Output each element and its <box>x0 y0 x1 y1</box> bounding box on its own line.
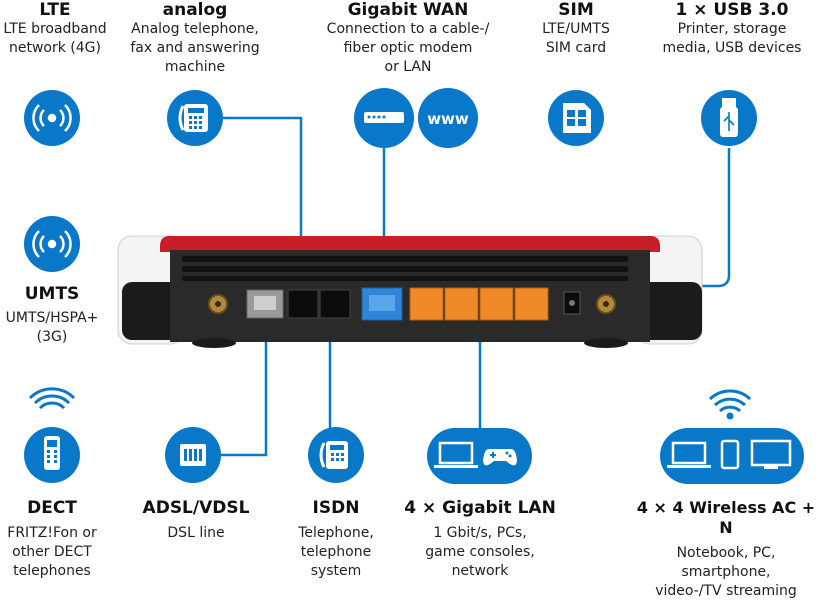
feature-desc-line: (3G) <box>36 329 68 345</box>
feature-desc-line: Connection to a cable-/ <box>326 21 490 37</box>
feature-title: SIM <box>558 0 594 20</box>
feature-desc-line: telephone <box>300 544 372 560</box>
www-badge: www <box>418 109 478 128</box>
feature-lan: 4 × Gigabit LAN 1 Gbit/s, PCs, game cons… <box>404 498 556 581</box>
feature-desc-line: UMTS/HSPA+ <box>5 310 99 326</box>
feature-title: LTE <box>39 0 71 20</box>
laptop-gamepad-icon <box>434 441 517 468</box>
feature-title: 4 × Gigabit LAN <box>404 498 556 518</box>
feature-desc-line: video-/TV streaming <box>655 583 797 599</box>
feature-lte: LTE LTE broadband network (4G) <box>0 0 110 58</box>
connector-analog <box>223 116 303 272</box>
feature-title: Gigabit WAN <box>347 0 469 20</box>
router <box>117 235 703 348</box>
feature-desc-line: LTE broadband <box>3 21 107 37</box>
sim-card-icon <box>563 103 591 133</box>
feature-desc-line: or LAN <box>384 59 432 75</box>
feature-title: ISDN <box>312 498 360 518</box>
feature-desc-line: other DECT <box>12 544 92 560</box>
broadcast-icon <box>32 230 72 258</box>
feature-desc-line: 1 Gbit/s, PCs, <box>433 525 527 541</box>
feature-title: 4 × 4 Wireless AC + N <box>636 498 816 537</box>
feature-title: 1 × USB 3.0 <box>675 0 789 20</box>
feature-desc-line: Analog telephone, <box>131 21 259 37</box>
telephone-icon <box>319 441 348 469</box>
connector-dsl <box>220 312 268 457</box>
connector-usb <box>702 148 731 288</box>
broadcast-icon <box>32 104 72 132</box>
feature-isdn: ISDN Telephone, telephone system <box>286 498 386 581</box>
feature-desc-line: network <box>451 563 509 579</box>
feature-desc-line: DSL line <box>167 525 225 541</box>
feature-desc-line: Printer, storage <box>677 21 787 37</box>
feature-desc-line: game consoles, <box>425 544 535 560</box>
feature-dsl: ADSL/VDSL DSL line <box>136 498 256 543</box>
feature-umts: UMTS UMTS/HSPA+ (3G) <box>0 284 104 347</box>
feature-desc-line: network (4G) <box>9 40 101 56</box>
feature-title: ADSL/VDSL <box>142 498 250 518</box>
feature-desc-line: LTE/UMTS <box>542 21 610 37</box>
www-label: www <box>427 110 469 128</box>
dsl-splitter-icon <box>180 444 206 466</box>
telephone-icon <box>178 104 208 132</box>
feature-desc-line: system <box>310 563 362 579</box>
feature-desc-line: SIM card <box>545 40 607 56</box>
modem-icon <box>364 112 404 123</box>
feature-title: DECT <box>27 498 77 518</box>
wifi-icon <box>28 387 76 410</box>
feature-desc-line: Notebook, PC, <box>676 545 776 561</box>
feature-usb: 1 × USB 3.0 Printer, storage media, USB … <box>652 0 812 58</box>
feature-wlan: 4 × 4 Wireless AC + N Notebook, PC, smar… <box>632 498 820 601</box>
feature-desc-line: media, USB devices <box>662 40 802 56</box>
feature-wan: Gigabit WAN Connection to a cable-/ fibe… <box>318 0 498 77</box>
feature-sim: SIM LTE/UMTS SIM card <box>526 0 626 58</box>
feature-title: UMTS <box>24 284 80 304</box>
cordless-phone-icon <box>44 436 60 470</box>
diagram-canvas <box>24 88 804 484</box>
feature-dect: DECT FRITZ!Fon or other DECT telephones <box>0 498 104 581</box>
feature-desc-line: telephones <box>13 563 91 579</box>
feature-title: analog <box>162 0 228 20</box>
feature-desc-line: fiber optic modem <box>343 40 473 56</box>
usb-stick-icon <box>720 98 738 137</box>
feature-analog: analog Analog telephone, fax and answeri… <box>120 0 270 77</box>
laptop-phone-tv-icon <box>667 439 792 470</box>
feature-desc-line: FRITZ!Fon or <box>7 525 97 541</box>
feature-desc-line: fax and answering <box>130 40 260 56</box>
wifi-icon <box>708 389 752 420</box>
feature-desc-line: machine <box>164 59 226 75</box>
feature-desc-line: Telephone, <box>298 525 374 541</box>
feature-desc-line: smartphone, <box>681 564 771 580</box>
